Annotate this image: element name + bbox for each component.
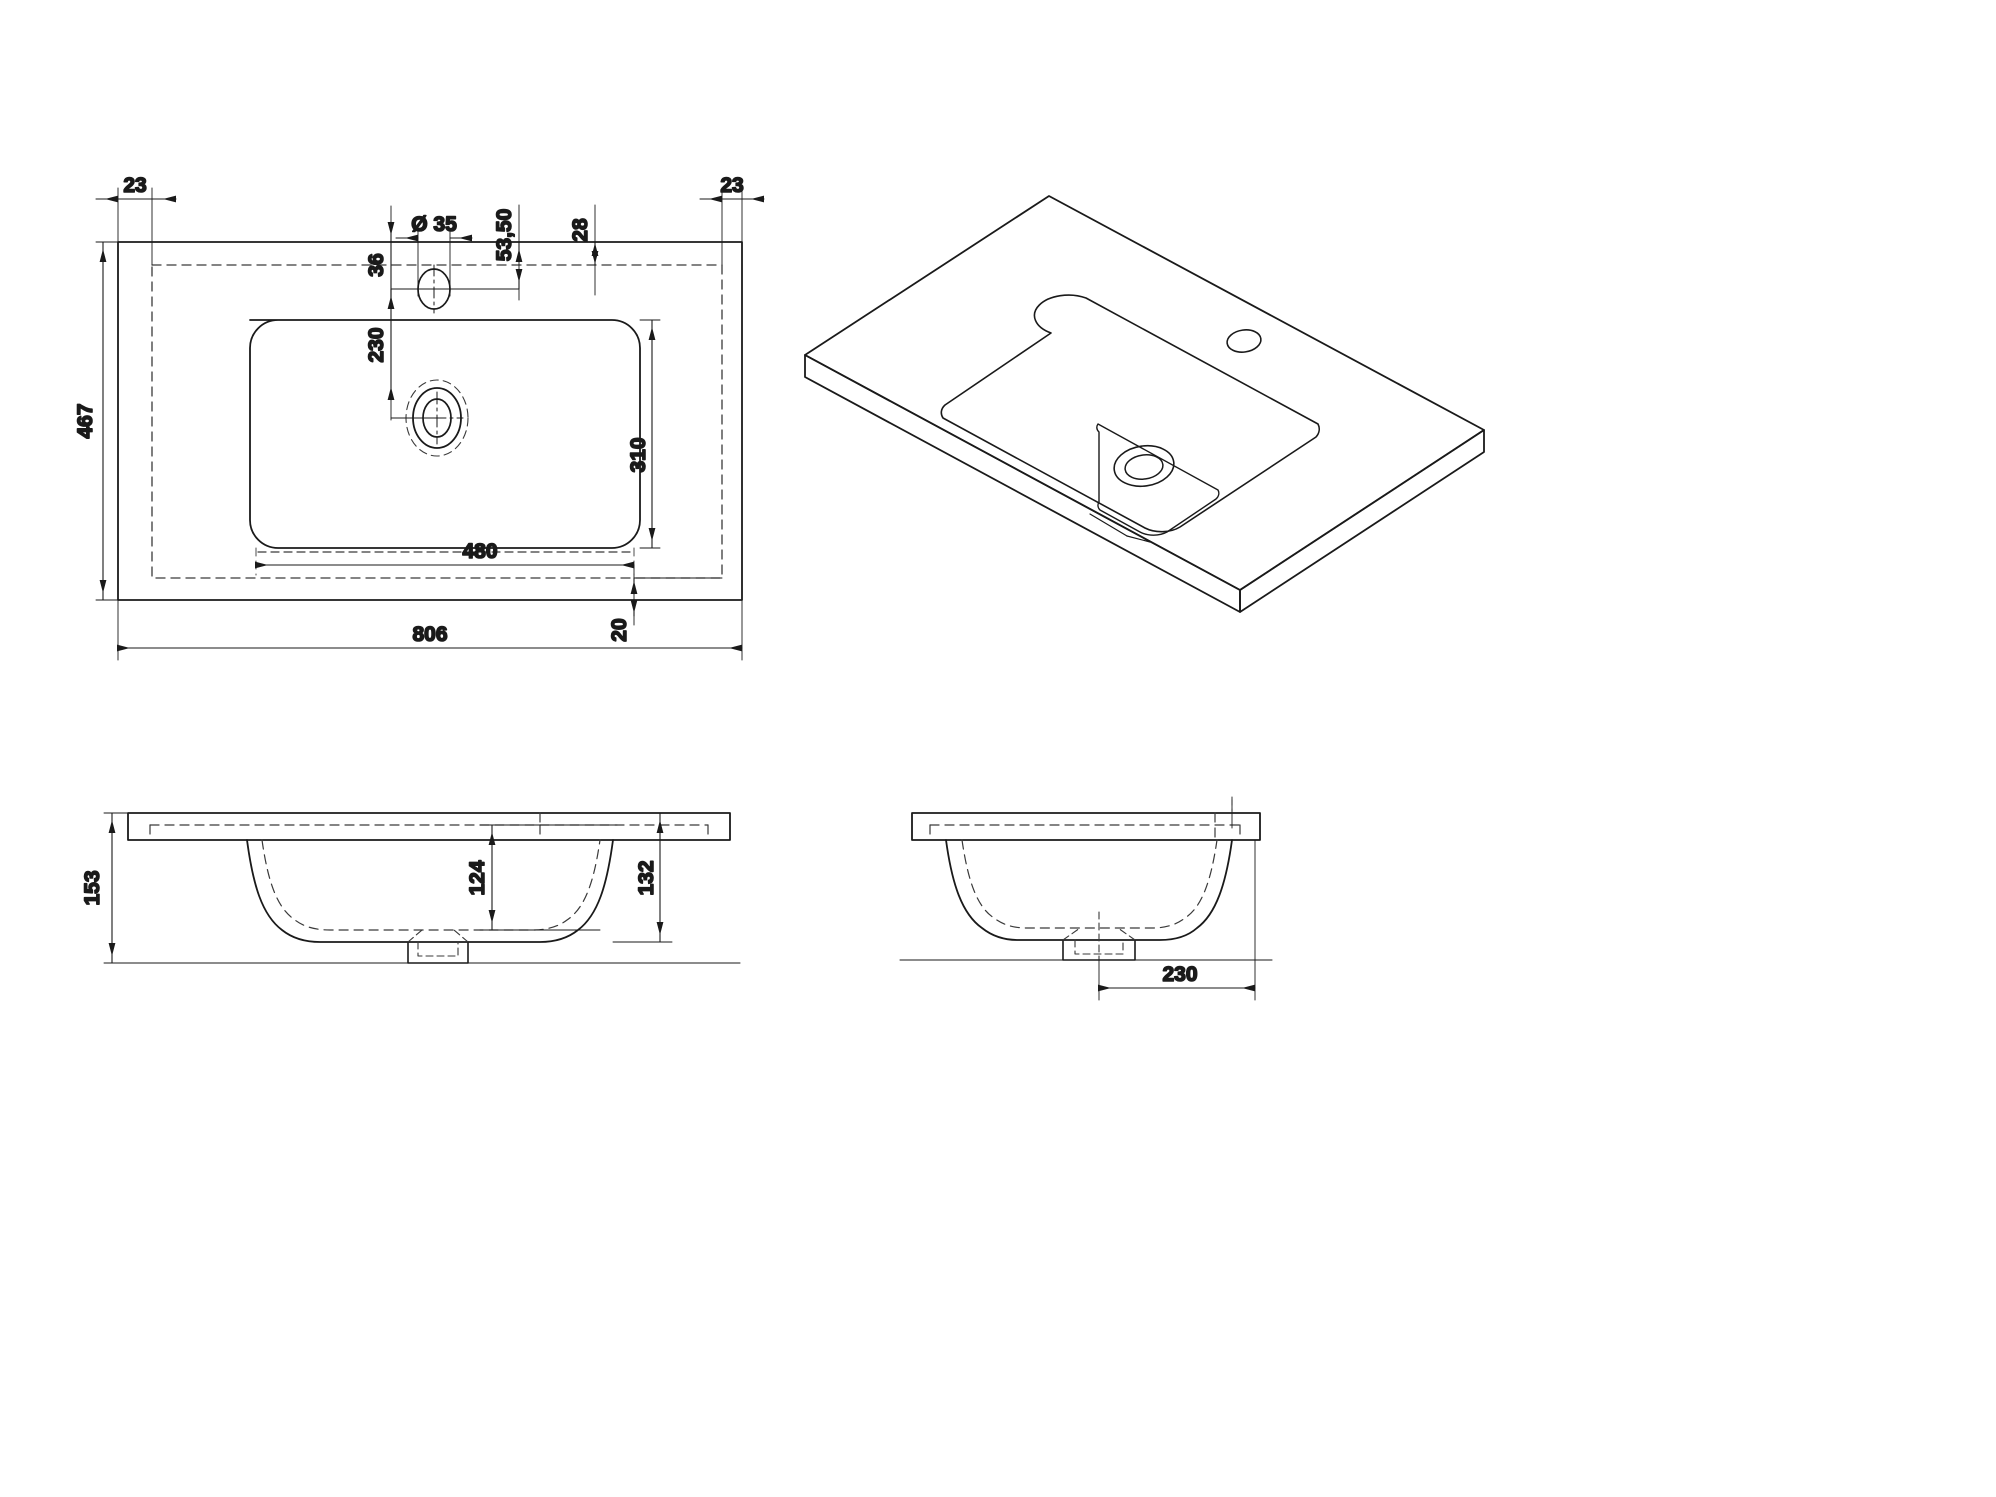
dim-label-53-50: 53,50	[493, 209, 516, 262]
dim-153	[103, 812, 129, 964]
dim-label-467: 467	[74, 403, 97, 438]
dim-label-230-side: 230	[1162, 963, 1197, 986]
bowl-opening	[249, 319, 641, 549]
dim-132	[612, 812, 673, 943]
dim-label-806: 806	[412, 623, 447, 646]
isometric-view	[804, 195, 1485, 613]
dim-label-23-right: 23	[720, 174, 743, 197]
top-view-outline	[117, 241, 743, 601]
dim-label-diameter-35: Ø 35	[411, 213, 457, 236]
dim-53-50	[436, 204, 523, 301]
top-view-inner-rim	[151, 264, 723, 579]
dim-label-153: 153	[81, 870, 104, 905]
top-view: 23 23 36	[73, 173, 765, 661]
dim-23-left	[95, 187, 177, 266]
dim-467	[95, 241, 119, 601]
dim-480	[255, 547, 635, 576]
dim-label-124: 124	[466, 860, 489, 895]
dim-label-20: 20	[608, 618, 631, 641]
dim-label-23-left: 23	[123, 174, 146, 197]
dim-124	[479, 824, 618, 931]
dim-20	[630, 564, 723, 626]
dim-label-36: 36	[365, 253, 388, 276]
dim-label-310: 310	[627, 437, 650, 472]
dim-label-230-top: 230	[365, 327, 388, 362]
dim-230-side	[1098, 839, 1256, 1001]
dim-23-right	[699, 187, 765, 266]
front-section-view: 153 124 132	[80, 812, 741, 964]
dim-diameter-35	[395, 228, 473, 297]
dim-310	[639, 319, 661, 549]
dim-label-480: 480	[462, 540, 497, 563]
dim-label-132: 132	[635, 860, 658, 895]
dim-806	[117, 599, 743, 661]
dim-label-28: 28	[569, 218, 592, 242]
dim-230-top	[387, 241, 438, 421]
side-section-view: 230	[899, 796, 1273, 1001]
